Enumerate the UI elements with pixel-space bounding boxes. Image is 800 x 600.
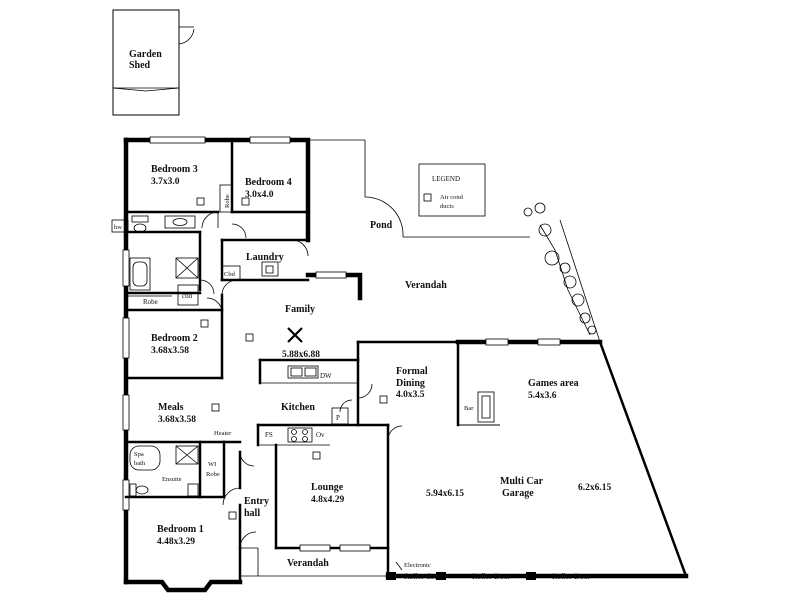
bedroom3-name: Bedroom 3 [151,164,198,175]
pond-label: Pond [370,220,393,231]
legend-title: LEGEND [432,175,460,183]
entry-hall-name-1: Entry [244,496,269,507]
garage-dims-left: 5.94x6.15 [426,489,464,499]
bedroom1-name: Bedroom 1 [157,524,204,535]
bar-label: Bar [464,405,474,412]
bedroom4-dims: 3.0x4.0 [245,190,274,200]
garage-name-2: Garage [502,488,534,499]
garden-shed: Garden Shed [112,9,195,116]
garage-name-1: Multi Car [500,476,544,487]
family-dims: 5.88x6.88 [282,350,320,360]
duct-icon [423,193,432,202]
duct-icon [265,265,274,274]
cbd-hall-label: cbd [182,292,193,300]
garage-dims-right: 6.2x6.15 [578,483,612,493]
garden-shed-label-1: Garden [129,49,162,60]
fs-label: FS [265,431,273,439]
wi-robe-label-2: Robe [206,471,220,478]
hw-label: hw [114,224,122,231]
wi-robe-label-1: WI [208,461,216,468]
cbd-laundry-label: Cbd [224,271,236,278]
windows [122,136,561,552]
legend-item-label-1: Air cond [440,194,464,201]
duct-icon [211,403,220,412]
roller-door-label-2: Roller Door [552,572,591,581]
heater-label: Heater [214,430,232,437]
door-swings [199,211,403,549]
outdoor: Pond Verandah Verandah [240,139,601,577]
meals-name: Meals [158,402,184,413]
bedroom4-name: Bedroom 4 [245,177,292,188]
duct-icon [196,197,205,206]
roller-door-label-1: Roller Door [472,572,511,581]
bedroom2-dims: 3.68x3.58 [151,346,189,356]
formal-dining-name-1: Formal [396,366,428,377]
games-area-name: Games area [528,378,579,389]
kitchen-name: Kitchen [281,402,315,413]
meals-dims: 3.68x3.58 [158,415,196,425]
garden-shed-label-2: Shed [129,60,151,71]
formal-dining-name-2: Dining [396,378,425,389]
spa-bath-label-1: Spa [134,451,144,458]
lounge-dims: 4.8x4.29 [311,495,345,505]
duct-icon [379,395,388,404]
interior-walls [124,138,500,550]
electronic-door-label-2: Roller door [404,572,441,581]
legend: LEGEND Air cond ducts [418,163,486,217]
fixtures: hw cbd Cbd Robe Robe DW FS [111,194,495,497]
garden-shrubs [523,202,597,336]
dw-label: DW [320,372,332,380]
duct-icon [245,333,254,342]
room-labels: Bedroom 3 3.7x3.0 Bedroom 4 3.0x4.0 Laun… [151,164,612,547]
formal-dining-dims: 4.0x3.5 [396,390,425,400]
duct-icon [200,319,209,328]
garage-doors: Electronic Roller door Roller Door Rolle… [386,561,591,581]
robe-b2-label: Robe [143,298,158,306]
entry-hall-name-2: hall [244,508,260,519]
laundry-name: Laundry [246,252,284,263]
verandah-front-label: Verandah [287,558,329,569]
legend-item-label-2: ducts [440,203,454,210]
duct-icon [228,511,237,520]
lounge-name: Lounge [311,482,344,493]
duct-icon [312,451,321,460]
electronic-door-label-1: Electronic [404,562,431,569]
ov-label: Ov [316,431,325,439]
bedroom2-name: Bedroom 2 [151,333,198,344]
ceiling-fan-icon [287,327,303,343]
verandah-rear-label: Verandah [405,280,447,291]
bedroom1-dims: 4.48x3.29 [157,537,195,547]
outer-walls [123,137,689,593]
pantry-label: P [336,414,340,422]
ensuite-label: Ensuite [162,476,182,483]
spa-bath-label-2: bath [134,460,146,467]
robe-b4-label: Robe [224,194,231,208]
air-cond-ducts [196,197,388,520]
games-area-dims: 5.4x3.6 [528,391,557,401]
family-name: Family [285,304,315,315]
bedroom3-dims: 3.7x3.0 [151,177,180,187]
duct-icon [241,197,250,206]
